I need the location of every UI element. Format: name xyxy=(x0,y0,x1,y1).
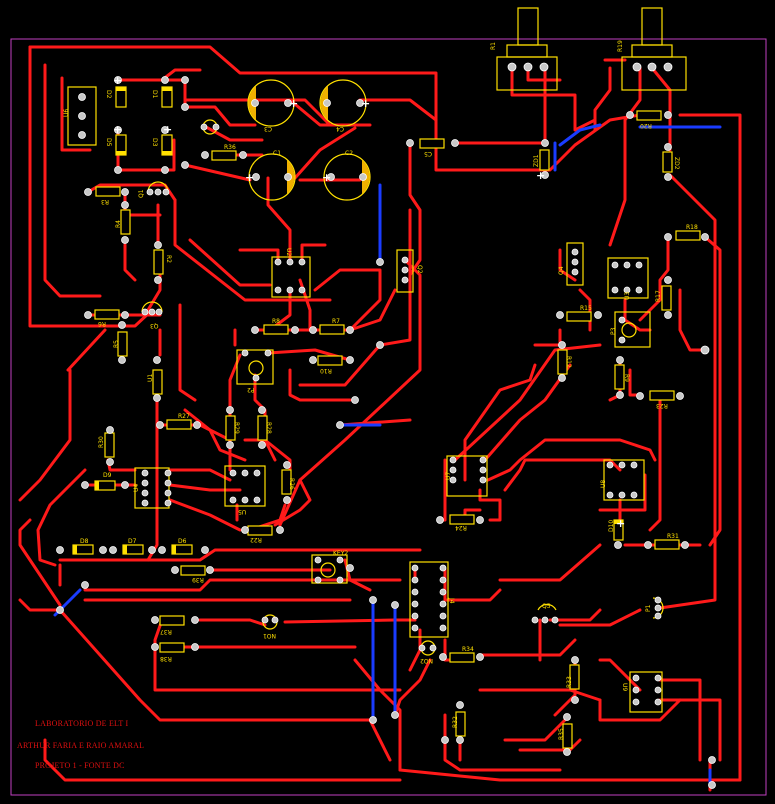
u4-body xyxy=(134,467,170,509)
u9-body xyxy=(629,671,663,713)
top-layer-traces xyxy=(18,45,742,792)
q3-body xyxy=(141,301,163,313)
q5-body xyxy=(537,603,557,611)
svg-text:+: + xyxy=(322,171,331,184)
diodes xyxy=(72,86,624,555)
u7-body xyxy=(446,455,488,497)
svg-text:+: + xyxy=(361,97,370,110)
board-outline xyxy=(10,38,767,796)
svg-text:+: + xyxy=(536,169,545,182)
p3-body xyxy=(614,311,651,348)
board-note-project: PROJETO 1 - FONTE DC xyxy=(35,761,125,770)
q4-body xyxy=(566,242,584,286)
pot-r19 xyxy=(621,7,687,91)
j4-body xyxy=(409,561,449,638)
u5-body xyxy=(224,465,266,507)
p2-body xyxy=(236,349,274,385)
pads xyxy=(56,62,716,789)
svg-text:+: + xyxy=(289,97,298,110)
svg-text:+: + xyxy=(245,171,254,184)
u2-body xyxy=(271,256,311,298)
svg-text:+: + xyxy=(113,123,122,136)
q2-body xyxy=(396,249,414,293)
u8-body xyxy=(603,459,645,501)
u6-body xyxy=(67,86,97,146)
u3-body xyxy=(607,257,649,299)
svg-text:+: + xyxy=(113,74,122,87)
board-note-course: LABORATORIO DE ELT I xyxy=(35,719,129,728)
board-note-authors: ARTHUR FARIA E RAIO AMARAL xyxy=(17,741,145,750)
svg-text:+: + xyxy=(163,123,172,136)
q1-body xyxy=(147,181,169,193)
resistors xyxy=(94,110,701,663)
svg-text:+: + xyxy=(616,517,625,530)
pot-r1 xyxy=(496,7,558,91)
